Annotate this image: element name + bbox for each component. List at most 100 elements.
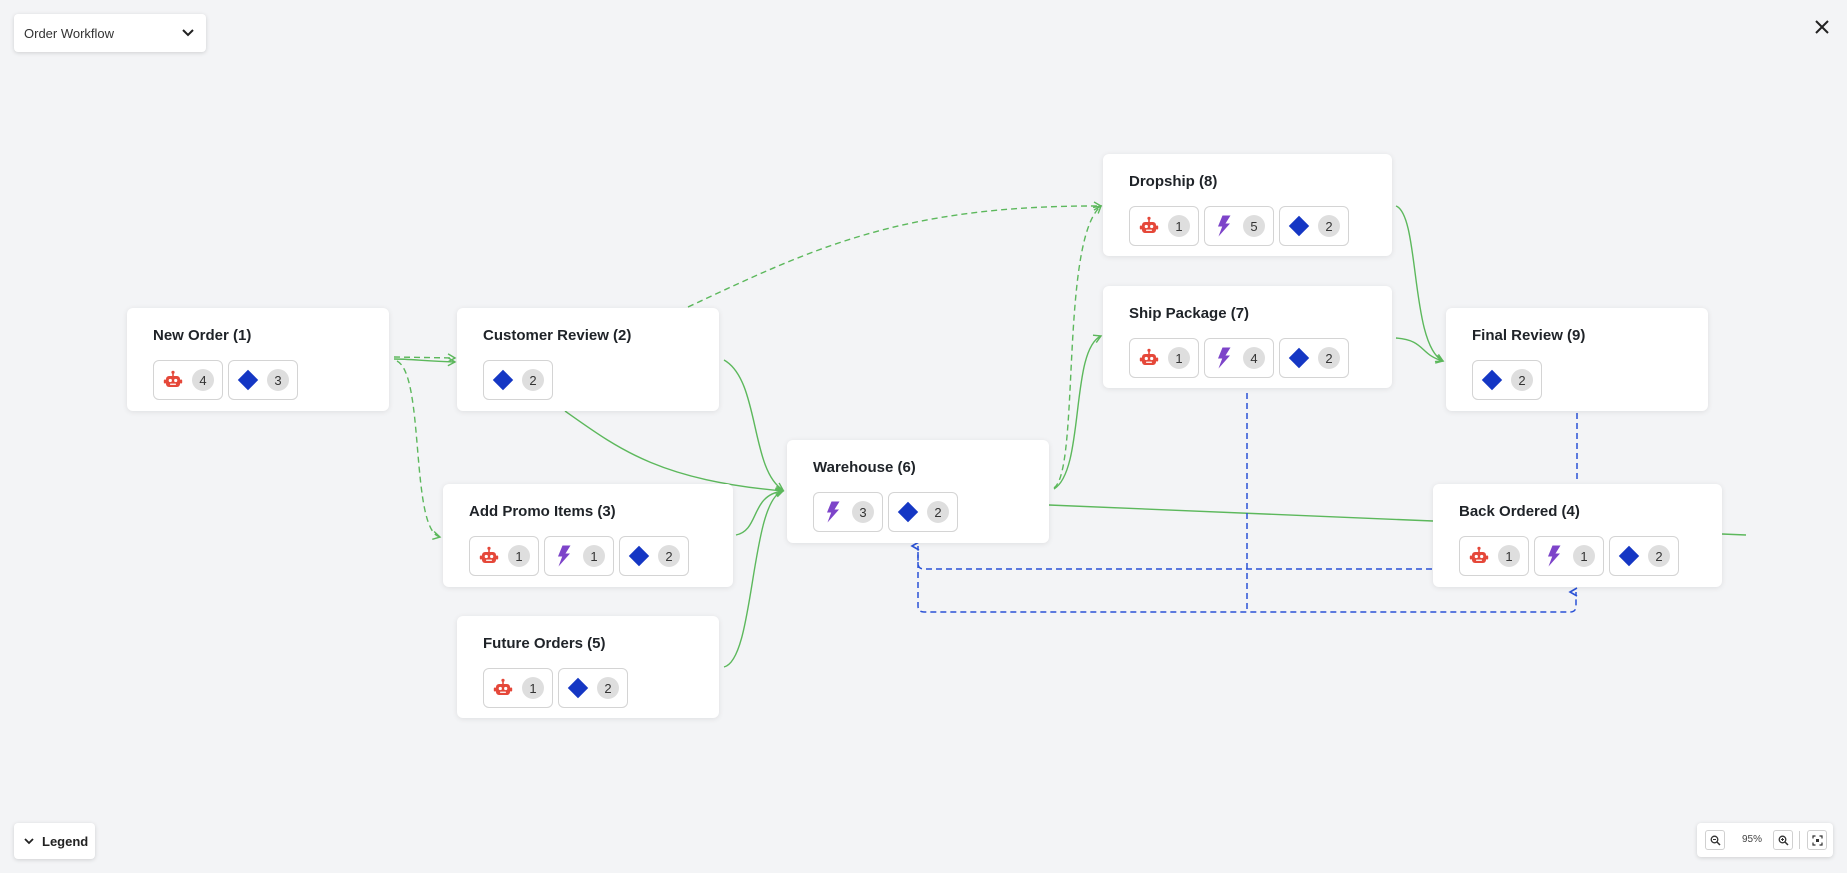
robot-chip[interactable]: 1 <box>469 536 539 576</box>
count-badge: 4 <box>192 369 214 391</box>
count-badge: 2 <box>927 501 949 523</box>
lightning-chip[interactable]: 1 <box>544 536 614 576</box>
count-badge: 1 <box>1168 215 1190 237</box>
chevron-down-icon <box>24 832 34 850</box>
node-title: Ship Package (7) <box>1129 305 1250 322</box>
zoom-in-icon <box>1778 835 1789 846</box>
count-badge: 1 <box>1168 347 1190 369</box>
robot-chip[interactable]: 1 <box>1129 338 1199 378</box>
edge-new-order-customer-review <box>393 357 457 367</box>
legend-label: Legend <box>42 833 89 849</box>
fit-view-icon <box>1811 834 1823 846</box>
lightning-icon <box>1213 215 1235 237</box>
count-badge: 1 <box>1498 545 1520 567</box>
lightning-icon <box>1213 347 1235 369</box>
node-chips: 1 5 2 <box>1129 206 1392 246</box>
count-badge: 2 <box>1511 369 1533 391</box>
count-badge: 2 <box>1648 545 1670 567</box>
fit-view-button[interactable] <box>1807 830 1827 850</box>
count-badge: 1 <box>508 545 530 567</box>
count-badge: 2 <box>1318 215 1340 237</box>
lightning-icon <box>822 501 844 523</box>
diamond-chip[interactable]: 3 <box>228 360 298 400</box>
edge-add-promo-warehouse <box>735 487 785 536</box>
diamond-chip[interactable]: 2 <box>619 536 689 576</box>
edge-customer-review-warehouse <box>564 410 785 495</box>
edge-back-ordered-exit <box>1721 533 1747 536</box>
count-badge: 2 <box>658 545 680 567</box>
diamond-icon <box>1288 347 1310 369</box>
edge-ship-package-final-review <box>1395 337 1445 364</box>
diamond-icon <box>1288 215 1310 237</box>
node-final-review[interactable]: Final Review (9) 2 <box>1446 308 1708 411</box>
robot-icon <box>478 545 500 567</box>
edge-customer-review-warehouse-side <box>723 359 785 491</box>
diamond-icon <box>897 501 919 523</box>
diamond-chip[interactable]: 2 <box>888 492 958 532</box>
zoom-out-icon <box>1710 835 1721 846</box>
diamond-chip[interactable]: 2 <box>558 668 628 708</box>
edge-future-orders-warehouse <box>723 488 785 668</box>
edge-new-order-customer-review-dashed <box>393 353 457 363</box>
count-badge: 2 <box>1318 347 1340 369</box>
diamond-chip[interactable]: 2 <box>1279 338 1349 378</box>
diamond-chip[interactable]: 2 <box>1279 206 1349 246</box>
lightning-chip[interactable]: 1 <box>1534 536 1604 576</box>
robot-icon <box>492 677 514 699</box>
diamond-chip[interactable]: 2 <box>1609 536 1679 576</box>
node-back-ordered[interactable]: Back Ordered (4) 1 1 2 <box>1433 484 1722 587</box>
zoom-out-button[interactable] <box>1705 830 1725 850</box>
node-chips: 2 <box>1472 360 1708 400</box>
robot-chip[interactable]: 4 <box>153 360 223 400</box>
node-chips: 2 <box>483 360 719 400</box>
edge-warehouse-ship-package <box>1053 334 1103 490</box>
node-title: Final Review (9) <box>1472 327 1586 344</box>
chevron-down-icon <box>182 24 194 42</box>
robot-chip[interactable]: 1 <box>483 668 553 708</box>
robot-icon <box>1138 347 1160 369</box>
edge-back-ordered-warehouse <box>910 541 1432 570</box>
robot-chip[interactable]: 1 <box>1129 206 1199 246</box>
zoom-controls: 95% <box>1697 823 1833 857</box>
node-ship-package[interactable]: Ship Package (7) 1 4 2 <box>1103 286 1392 388</box>
count-badge: 3 <box>852 501 874 523</box>
workflow-select[interactable]: Order Workflow <box>14 14 206 52</box>
count-badge: 1 <box>1573 545 1595 567</box>
diamond-chip[interactable]: 2 <box>483 360 553 400</box>
zoom-in-button[interactable] <box>1773 830 1793 850</box>
lightning-chip[interactable]: 3 <box>813 492 883 532</box>
robot-icon <box>162 369 184 391</box>
edge-warehouse-dropship <box>1053 205 1103 489</box>
node-title: Warehouse (6) <box>813 459 916 476</box>
count-badge: 1 <box>522 677 544 699</box>
count-badge: 4 <box>1243 347 1265 369</box>
node-dropship[interactable]: Dropship (8) 1 5 2 <box>1103 154 1392 256</box>
zoom-level: 95% <box>1741 834 1762 845</box>
node-title: Dropship (8) <box>1129 173 1218 190</box>
node-title: Future Orders (5) <box>483 635 606 652</box>
node-customer-review[interactable]: Customer Review (2) 2 <box>457 308 719 411</box>
count-badge: 5 <box>1243 215 1265 237</box>
lightning-chip[interactable]: 4 <box>1204 338 1274 378</box>
lightning-chip[interactable]: 5 <box>1204 206 1274 246</box>
diamond-icon <box>1481 369 1503 391</box>
lightning-icon <box>1543 545 1565 567</box>
node-chips: 1 1 2 <box>1459 536 1722 576</box>
robot-icon <box>1468 545 1490 567</box>
legend-toggle[interactable]: Legend <box>14 823 95 859</box>
diamond-chip[interactable]: 2 <box>1472 360 1542 400</box>
count-badge: 2 <box>522 369 544 391</box>
robot-chip[interactable]: 1 <box>1459 536 1529 576</box>
close-button[interactable] <box>1809 14 1835 40</box>
node-title: Back Ordered (4) <box>1459 503 1580 520</box>
node-title: Customer Review (2) <box>483 327 632 344</box>
